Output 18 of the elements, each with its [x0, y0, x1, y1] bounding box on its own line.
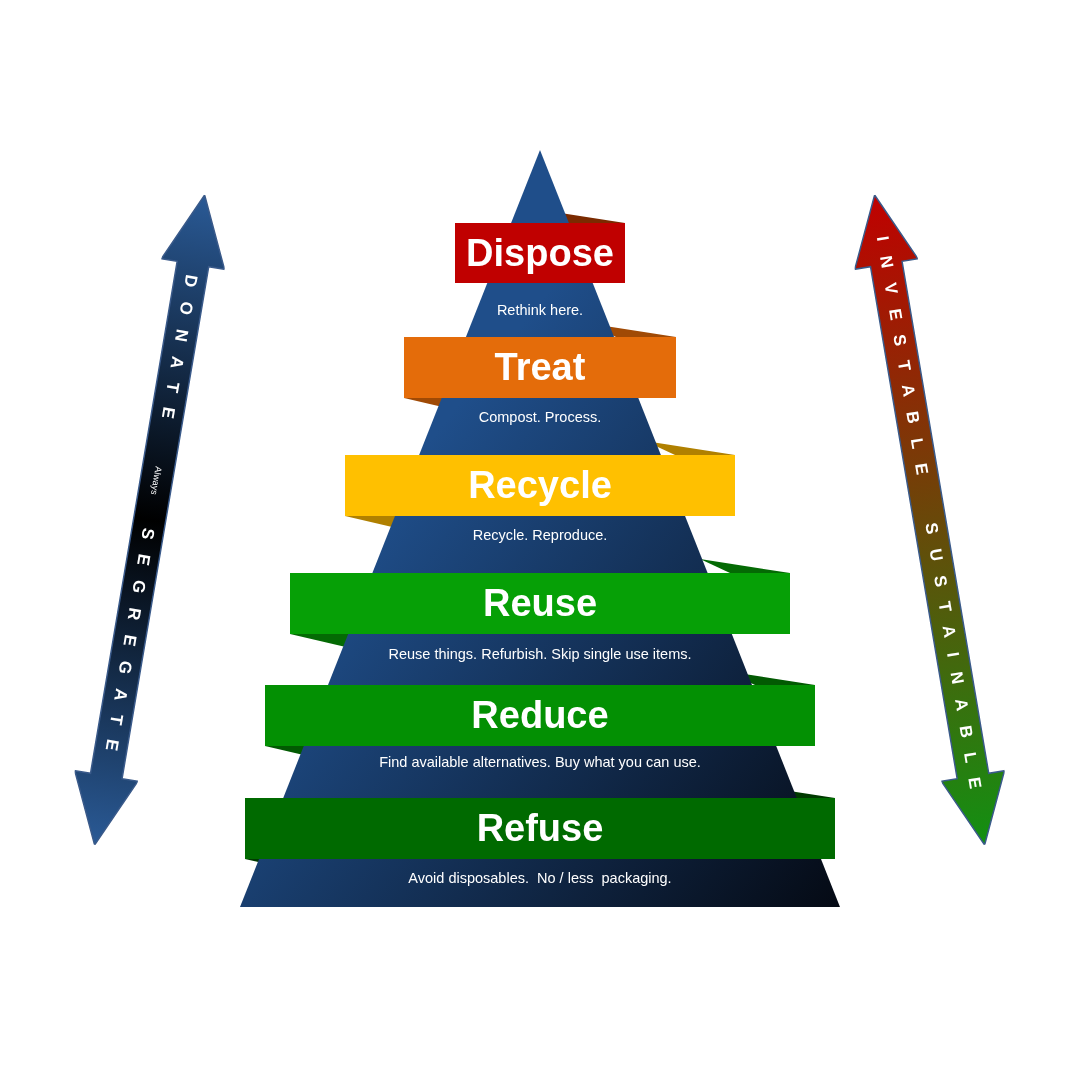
level-title: Reduce — [471, 694, 609, 737]
level-title: Refuse — [476, 807, 604, 850]
level-title: Reuse — [482, 582, 598, 625]
level-caption: Rethink here. — [496, 302, 584, 318]
level-band — [265, 685, 815, 746]
level-title: Recycle — [468, 464, 612, 507]
level-band — [245, 798, 835, 859]
level-band — [290, 573, 790, 634]
level-band — [455, 223, 625, 283]
level-title: Dispose — [466, 231, 614, 275]
level-band — [404, 337, 676, 398]
level-band — [345, 455, 735, 516]
level-caption: Recycle. Reproduce. — [472, 527, 608, 543]
level-title: Treat — [494, 346, 586, 389]
level-caption: Compost. Process. — [478, 409, 602, 425]
arrow-note: Always — [149, 465, 164, 496]
level-caption: Reuse things. Refurbish. Skip single use items. — [388, 646, 692, 662]
level-caption: Find available alternatives. Buy what you can use. — [379, 754, 701, 770]
